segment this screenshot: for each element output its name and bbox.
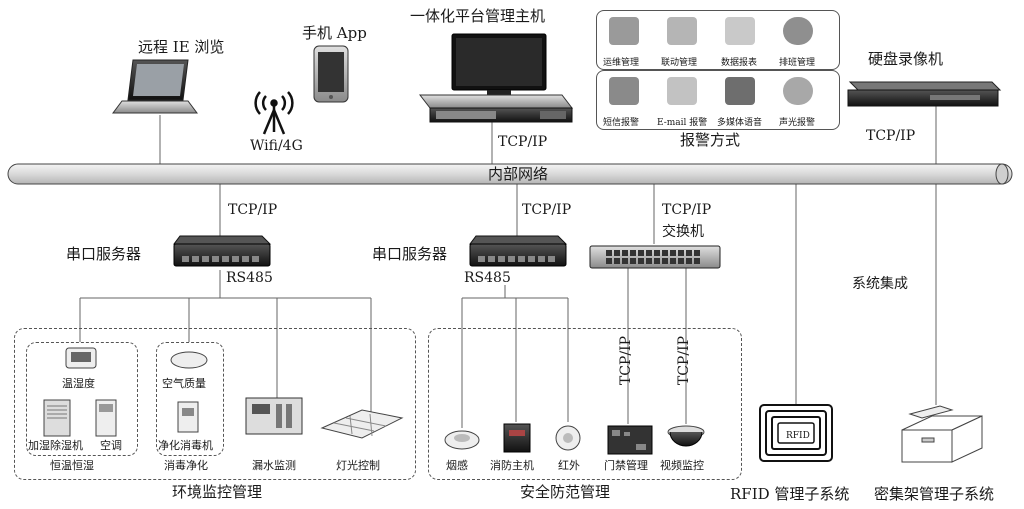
management-tools-panel: 运维管理 联动管理 数据报表 排班管理: [596, 10, 840, 70]
air-quality-label: 空气质量: [162, 377, 206, 390]
light-panel-icon: [320, 409, 404, 439]
rs485-label-1: RS485: [226, 270, 273, 286]
mgmt-label-1: 联动管理: [661, 58, 698, 68]
siren-icon: [783, 77, 813, 105]
alarm-label-3: 声光报警: [779, 118, 816, 128]
serial-server-1-label: 串口服务器: [66, 245, 142, 263]
access-controller-icon: [607, 425, 653, 455]
serial2-tcpip-label: TCP/IP: [522, 202, 572, 218]
shelf-subsystem-label: 密集架管理子系统: [874, 485, 995, 503]
temp-hum-label: 温湿度: [62, 377, 95, 390]
nvr-tcpip-label: TCP/IP: [866, 128, 916, 144]
temp-humidity-sensor-icon: [65, 347, 97, 369]
env-group-title: 环境监控管理: [172, 483, 263, 501]
video-tcpip-label: TCP/IP: [676, 336, 692, 386]
rfid-tag-text: RFID: [786, 431, 810, 441]
report-icon: [725, 17, 755, 45]
rfid-tag-icon: [759, 404, 833, 462]
wifi-antenna-icon: [254, 91, 294, 135]
speaker-icon: [725, 77, 755, 105]
fire-panel-icon: [503, 423, 531, 453]
system-integration-label: 系统集成: [852, 276, 908, 292]
alarm-label-0: 短信报警: [603, 118, 640, 128]
leak-label: 漏水监测: [252, 459, 296, 472]
wifi-label: Wifi/4G: [250, 138, 303, 154]
switch-label: 交换机: [662, 224, 704, 240]
alarm-methods-panel: 短信报警 E-mail 报警 多媒体语音 声光报警: [596, 70, 840, 130]
wrench-icon: [609, 17, 639, 45]
alarm-methods-title: 报警方式: [680, 131, 741, 149]
disinfect-label: 消毒净化: [164, 459, 208, 472]
rs485-label-2: RS485: [464, 270, 511, 286]
env-monitoring-group: [14, 328, 416, 480]
air-quality-sensor-icon: [170, 351, 208, 369]
laptop-icon: [112, 59, 198, 114]
leak-monitor-icon: [245, 397, 303, 435]
serial-server-1-icon: [173, 235, 272, 267]
light-label: 灯光控制: [336, 459, 380, 472]
mgmt-label-0: 运维管理: [603, 58, 640, 68]
email-alarm-icon: [667, 77, 697, 105]
alarm-label-1: E-mail 报警: [657, 118, 708, 128]
dehumidifier-label: 加湿除湿机: [28, 439, 83, 452]
mgmt-label-3: 排班管理: [779, 58, 816, 68]
nvr-label: 硬盘录像机: [868, 50, 944, 68]
host-tcpip-label: TCP/IP: [498, 134, 548, 150]
host-label: 一体化平台管理主机: [410, 7, 546, 25]
users-icon: [783, 17, 813, 45]
serial1-tcpip-label: TCP/IP: [228, 202, 278, 218]
infrared-label: 红外: [558, 459, 580, 472]
folder-icon: [667, 17, 697, 45]
alarm-label-2: 多媒体语音: [717, 118, 763, 128]
video-label: 视频监控: [660, 459, 704, 472]
sms-alarm-icon: [609, 77, 639, 105]
connection-lines: [79, 104, 937, 428]
rfid-subsystem-label: RFID 管理子系统: [730, 485, 850, 503]
network-bus: [7, 163, 1013, 185]
switch-tcpip-label: TCP/IP: [662, 202, 712, 218]
dehumidifier-icon: [43, 399, 71, 437]
smoke-label: 烟感: [446, 459, 468, 472]
serial-server-2-label: 串口服务器: [372, 245, 448, 263]
purifier-icon: [177, 401, 199, 433]
security-group: [428, 328, 742, 480]
const-temp-subgroup: [26, 342, 138, 456]
access-tcpip-label: TCP/IP: [618, 336, 634, 386]
fire-host-label: 消防主机: [490, 459, 534, 472]
network-bus-label: 内部网络: [488, 165, 549, 183]
air-conditioner-icon: [95, 399, 117, 437]
smoke-detector-icon: [444, 430, 480, 450]
storage-crate-icon: [901, 405, 983, 463]
const-temp-label: 恒温恒湿: [50, 459, 94, 472]
mobile-app-label: 手机 App: [302, 24, 367, 42]
host-server-icon: [418, 33, 574, 123]
security-group-title: 安全防范管理: [520, 483, 611, 501]
phone-icon: [313, 45, 349, 103]
nvr-icon: [847, 81, 1002, 107]
disinfect-subgroup: [156, 342, 224, 456]
purifier-label: 净化消毒机: [158, 439, 213, 452]
access-label: 门禁管理: [604, 459, 648, 472]
infrared-sensor-icon: [555, 425, 581, 451]
remote-ie-label: 远程 IE 浏览: [138, 38, 225, 56]
mgmt-label-2: 数据报表: [721, 58, 758, 68]
serial-server-2-icon: [469, 235, 568, 267]
network-switch-icon: [589, 245, 721, 269]
ac-label: 空调: [100, 439, 122, 452]
dome-camera-icon: [667, 425, 705, 447]
